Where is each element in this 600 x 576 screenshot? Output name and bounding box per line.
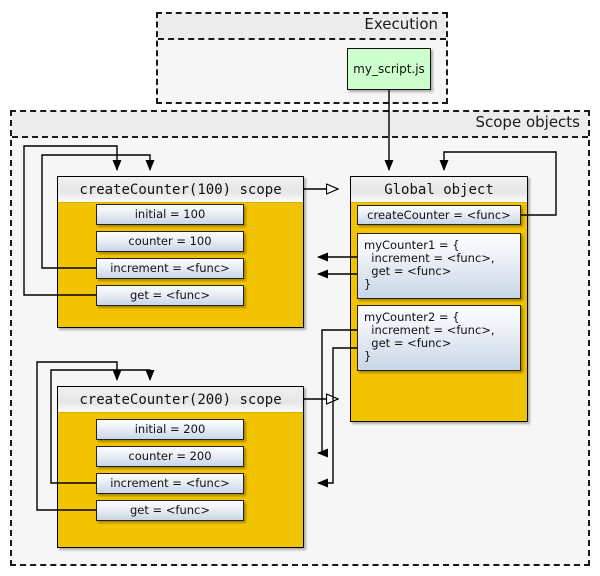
script-node-my-script-js[interactable]: my_script.js <box>347 48 431 90</box>
attribute-increment-200[interactable]: increment = <func> <box>96 473 244 494</box>
object-title-scope-200: createCounter(200) scope <box>58 387 303 413</box>
attribute-counter-100[interactable]: counter = 100 <box>96 231 244 252</box>
attribute-my-counter-2[interactable]: myCounter2 = { increment = <func>, get =… <box>357 305 521 371</box>
frame-execution-header <box>158 14 446 40</box>
frame-scope-objects-header <box>12 112 588 138</box>
attribute-get-200[interactable]: get = <func> <box>96 500 244 521</box>
attribute-my-counter-1[interactable]: myCounter1 = { increment = <func>, get =… <box>357 233 521 299</box>
object-title-global: Global object <box>351 177 527 203</box>
frame-execution-title: Execution <box>364 15 438 33</box>
script-node-label: my_script.js <box>353 62 425 76</box>
attribute-counter-200[interactable]: counter = 200 <box>96 446 244 467</box>
attribute-initial-200[interactable]: initial = 200 <box>96 419 244 440</box>
object-box-scope-200[interactable]: createCounter(200) scope <box>57 386 304 548</box>
object-title-scope-100: createCounter(100) scope <box>58 177 303 203</box>
attribute-create-counter[interactable]: createCounter = <func> <box>357 205 521 225</box>
attribute-get-100[interactable]: get = <func> <box>96 285 244 306</box>
attribute-initial-100[interactable]: initial = 100 <box>96 204 244 225</box>
attribute-increment-100[interactable]: increment = <func> <box>96 258 244 279</box>
frame-scope-objects-title: Scope objects <box>475 113 580 131</box>
